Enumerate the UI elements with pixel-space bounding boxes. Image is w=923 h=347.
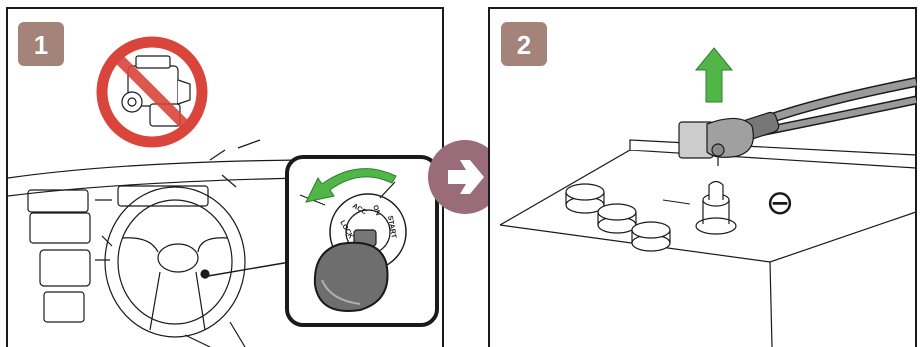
step-number-1: 1 xyxy=(34,30,48,60)
ignition-switch-inset: LOCK ACC ON START xyxy=(287,157,437,325)
panel-step-1: 1 LOCK ACC ON START xyxy=(7,8,443,347)
step-badge-2: 2 xyxy=(501,22,547,66)
step-badge-1: 1 xyxy=(18,22,64,66)
no-engine-prohibited-icon xyxy=(102,42,202,142)
step-number-2: 2 xyxy=(517,30,531,60)
negative-terminal-symbol: ⊖ xyxy=(766,183,795,223)
panel-step-2: ⊖ 2 xyxy=(489,8,916,347)
